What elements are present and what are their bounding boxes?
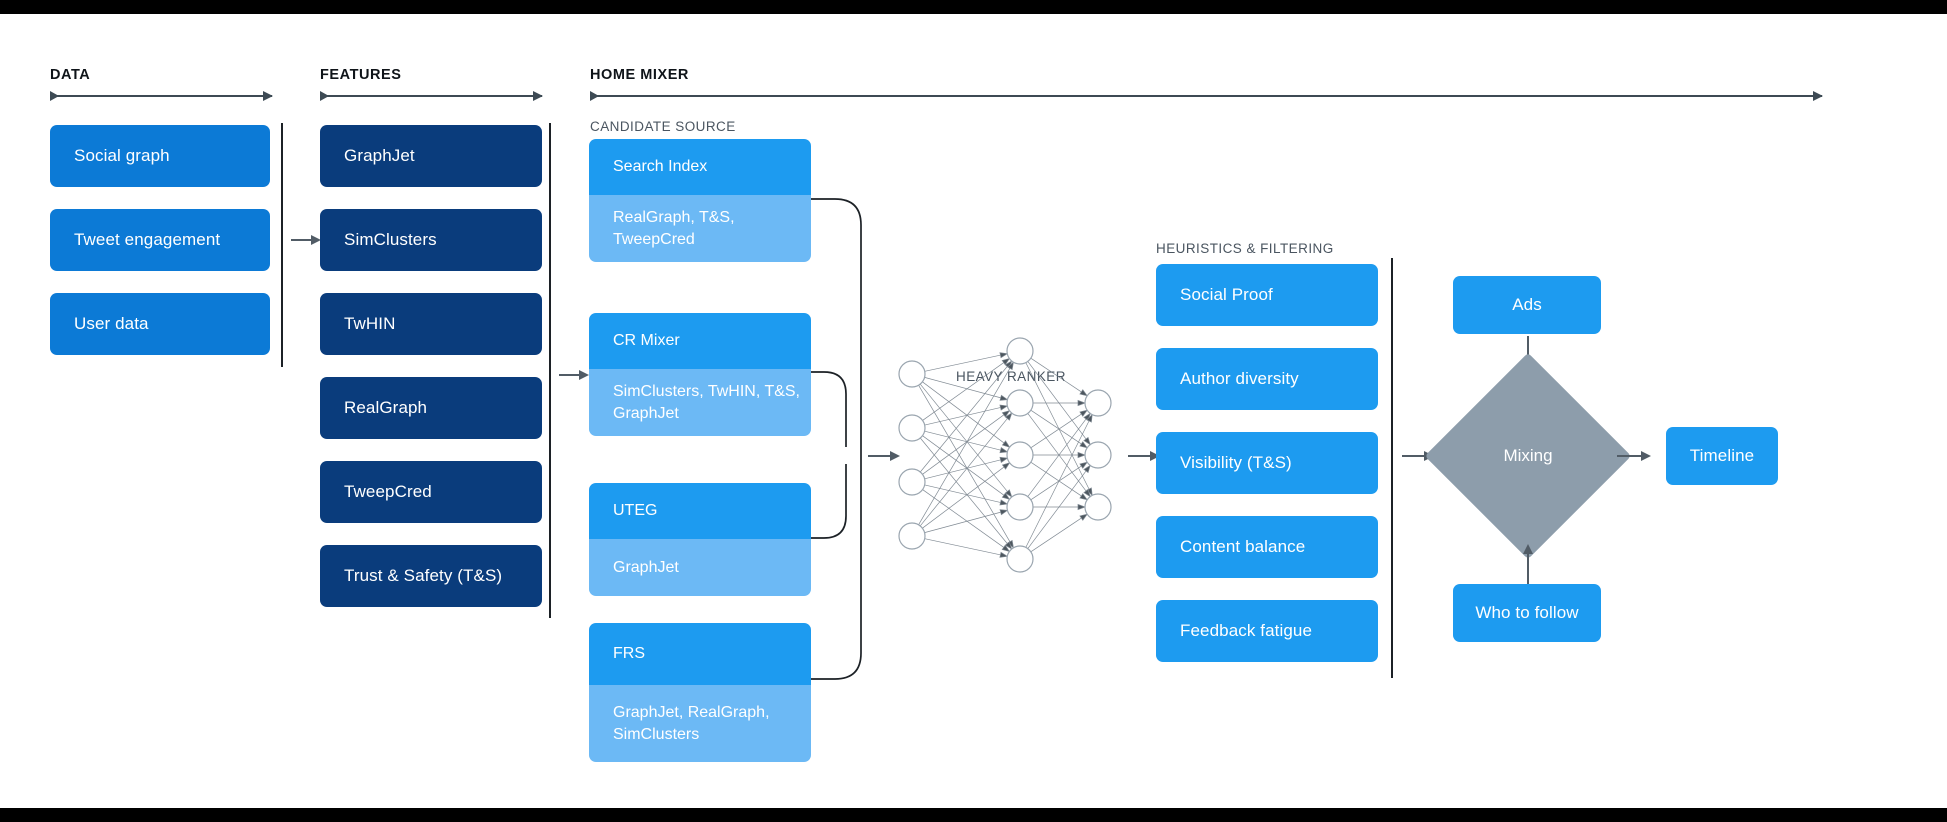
- subsection-title-heavy-ranker: HEAVY RANKER: [956, 369, 1066, 384]
- feature-card-label: SimClusters: [344, 230, 437, 249]
- diagram-canvas: DATA FEATURES HOME MIXER CANDIDATE SOURC…: [0, 14, 1947, 808]
- divider-data-features: [281, 123, 283, 367]
- data-card-label: Tweet engagement: [74, 230, 221, 249]
- letterbox-bottom: [0, 808, 1947, 822]
- output-card-label: Timeline: [1689, 446, 1755, 465]
- feature-card-trust-safety[interactable]: Trust & Safety (T&S): [320, 545, 542, 607]
- feature-card-label: TweepCred: [344, 482, 432, 501]
- subsection-title-heuristics: HEURISTICS & FILTERING: [1156, 241, 1334, 256]
- heuristic-card-content-balance[interactable]: Content balance: [1156, 516, 1378, 578]
- arrow-candidate-source-to-ranker: [868, 451, 900, 460]
- axis-home-mixer: [590, 90, 1823, 101]
- data-card-tweet-engagement[interactable]: Tweet engagement: [50, 209, 270, 271]
- heuristic-card-label: Feedback fatigue: [1180, 621, 1313, 640]
- section-title-features: FEATURES: [320, 67, 402, 83]
- candidate-source-card-uteg[interactable]: UTEG GraphJet: [589, 483, 811, 596]
- subsection-title-candidate-source: CANDIDATE SOURCE: [590, 119, 736, 134]
- feature-card-label: TwHIN: [344, 314, 396, 333]
- candidate-source-features: SimClusters, TwHIN, T&S, GraphJet: [589, 369, 811, 436]
- heuristic-card-label: Visibility (T&S): [1180, 453, 1292, 472]
- divider-features-home-mixer: [549, 123, 551, 618]
- feature-card-label: RealGraph: [344, 398, 428, 417]
- heuristic-card-feedback-fatigue[interactable]: Feedback fatigue: [1156, 600, 1378, 662]
- candidate-source-name: CR Mixer: [589, 313, 811, 369]
- data-card-social-graph[interactable]: Social graph: [50, 125, 270, 187]
- data-card-user-data[interactable]: User data: [50, 293, 270, 355]
- data-card-label: Social graph: [74, 146, 170, 165]
- heuristic-card-label: Social Proof: [1180, 285, 1273, 304]
- output-card-label: Who to follow: [1475, 603, 1579, 622]
- mixing-label: Mixing: [1503, 446, 1553, 465]
- feature-card-twhin[interactable]: TwHIN: [320, 293, 542, 355]
- section-title-home-mixer: HOME MIXER: [590, 67, 689, 83]
- arrow-who-to-follow-to-mixing: [1523, 544, 1532, 584]
- axis-features: [320, 90, 543, 101]
- feature-card-label: Trust & Safety (T&S): [344, 566, 503, 585]
- heuristic-card-visibility[interactable]: Visibility (T&S): [1156, 432, 1378, 494]
- heuristic-card-author-diversity[interactable]: Author diversity: [1156, 348, 1378, 410]
- feature-card-simclusters[interactable]: SimClusters: [320, 209, 542, 271]
- candidate-source-card-frs[interactable]: FRS GraphJet, RealGraph, SimClusters: [589, 623, 811, 762]
- letterbox-top: [0, 0, 1947, 14]
- candidate-source-features: GraphJet, RealGraph, SimClusters: [589, 685, 811, 762]
- candidate-source-features: RealGraph, T&S, TweepCred: [589, 195, 811, 262]
- arrow-data-to-features: [291, 235, 321, 244]
- heuristic-card-social-proof[interactable]: Social Proof: [1156, 264, 1378, 326]
- candidate-source-card-cr-mixer[interactable]: CR Mixer SimClusters, TwHIN, T&S, GraphJ…: [589, 313, 811, 436]
- arrow-mixing-to-timeline: [1617, 451, 1651, 460]
- heuristic-card-label: Author diversity: [1180, 369, 1299, 388]
- output-card-timeline[interactable]: Timeline: [1666, 427, 1778, 485]
- feature-card-realgraph[interactable]: RealGraph: [320, 377, 542, 439]
- heuristic-card-label: Content balance: [1180, 537, 1306, 556]
- candidate-source-name: FRS: [589, 623, 811, 685]
- feature-card-tweepcred[interactable]: TweepCred: [320, 461, 542, 523]
- feature-card-graphjet[interactable]: GraphJet: [320, 125, 542, 187]
- candidate-source-name: Search Index: [589, 139, 811, 195]
- axis-data: [50, 90, 273, 101]
- candidate-source-connectors: [811, 198, 862, 680]
- arrow-features-to-candidate-source: [559, 370, 589, 379]
- section-title-data: DATA: [50, 67, 91, 83]
- divider-heuristics-output: [1391, 258, 1393, 678]
- arrow-ranker-to-heuristics: [1128, 451, 1160, 460]
- candidate-source-features: GraphJet: [589, 539, 811, 596]
- feature-card-label: GraphJet: [344, 146, 415, 165]
- heavy-ranker-network: [898, 337, 1112, 573]
- output-card-ads[interactable]: Ads: [1453, 276, 1601, 334]
- output-card-who-to-follow[interactable]: Who to follow: [1453, 584, 1601, 642]
- data-card-label: User data: [74, 314, 149, 333]
- candidate-source-card-search-index[interactable]: Search Index RealGraph, T&S, TweepCred: [589, 139, 811, 262]
- candidate-source-name: UTEG: [589, 483, 811, 539]
- output-card-label: Ads: [1512, 295, 1542, 314]
